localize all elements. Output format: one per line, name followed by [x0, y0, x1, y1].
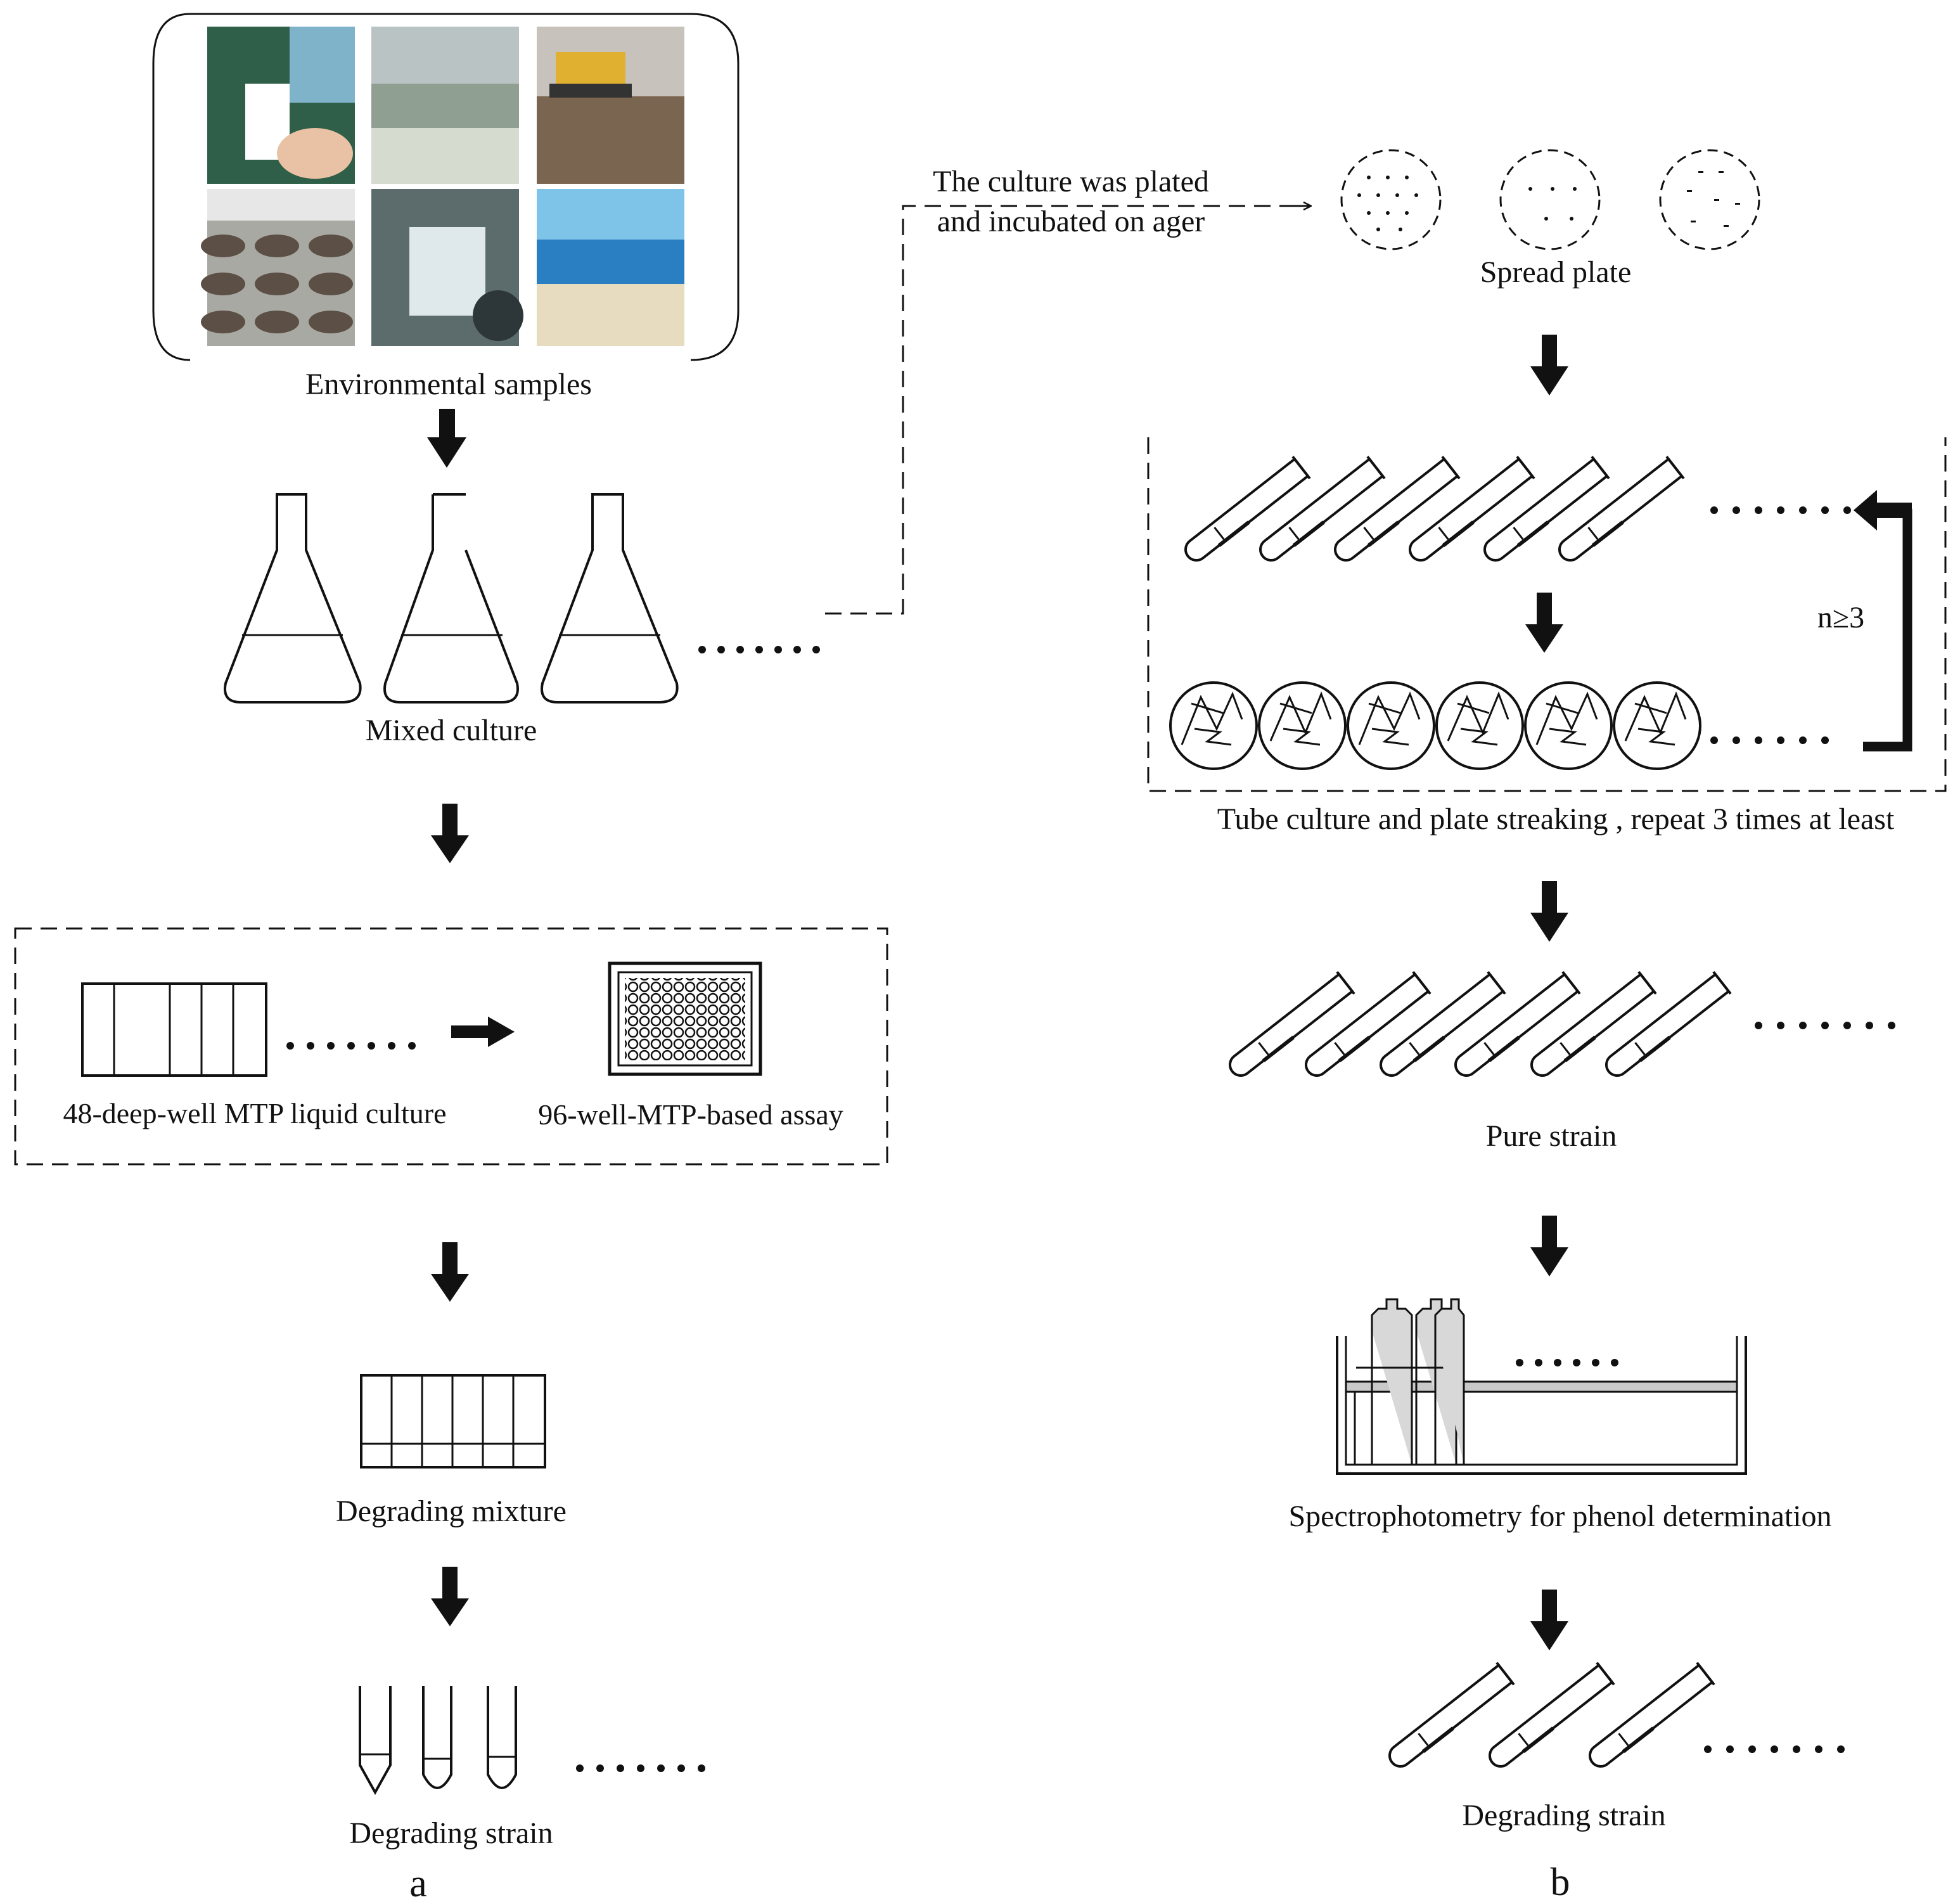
flask-icon: [224, 493, 362, 704]
streaking-dashed-frame: [1147, 437, 1947, 792]
cuvette-rack-icon: [1336, 1298, 1747, 1475]
environmental-samples-label: Environmental samples: [305, 368, 592, 401]
test-tube-icon: [1605, 971, 1732, 1077]
tube-streaking-label: Tube culture and plate streaking , repea…: [1217, 802, 1895, 836]
petri-dish-icon: [1499, 149, 1601, 250]
streak-row-ellipsis: [1710, 736, 1829, 744]
streak-plate-icon: [1613, 681, 1701, 770]
streak-plate-icon: [1258, 681, 1347, 770]
streak-plate-icon: [1524, 681, 1613, 770]
pure-strain-tubes: [1229, 971, 1732, 1077]
more-flasks-ellipsis: [698, 646, 820, 653]
degrading-strain-b-label: Degrading strain: [1462, 1799, 1665, 1832]
degrading-mixture-group: Degrading mixture: [336, 1374, 567, 1528]
panel-a-letter: a: [409, 1862, 427, 1902]
test-tube-icon: [1489, 1662, 1615, 1768]
arrow-culture-to-screening: [431, 804, 469, 863]
centrifuge-tube-icon: [422, 1686, 452, 1789]
test-tube-icon: [1229, 971, 1355, 1077]
plating-label-line2: and incubated on ager: [937, 205, 1205, 238]
arrow-spectro-to-strain: [1530, 1590, 1568, 1650]
test-tube-icon: [1454, 971, 1581, 1077]
landfill-bulldozer-photo: [537, 27, 684, 184]
pure-strain-ellipsis: [1755, 1022, 1895, 1029]
soil-sampling-photo: [207, 27, 355, 184]
test-tube-icon: [1558, 456, 1685, 562]
mtp-dashed-frame: [14, 927, 888, 1166]
spread-plate-group: Spread plate: [1340, 149, 1760, 289]
spread-plate-label: Spread plate: [1480, 255, 1632, 289]
cuvette-ellipsis: [1516, 1359, 1618, 1366]
test-tube-icon: [1530, 971, 1657, 1077]
arrow-to-96-well: [451, 1017, 515, 1047]
arrow-pure-to-spectro: [1530, 1216, 1568, 1276]
streak-plate-icon: [1347, 681, 1435, 770]
mtp-screening-box: 48-deep-well MTP liquid culture 96-well-…: [14, 927, 888, 1166]
sea-beach-photo: [537, 189, 684, 346]
streak-plate-icon: [1435, 681, 1524, 770]
mtp-ellipsis: [286, 1042, 416, 1050]
samples-frame: [152, 13, 740, 361]
streaking-cycle-box: n≥3 Tube culture and plate streaking , r…: [1147, 437, 1947, 836]
test-tube-icon: [1483, 456, 1610, 562]
arrow-streaking-to-pure: [1530, 881, 1568, 942]
test-tube-icon: [1589, 1662, 1715, 1768]
test-tube-icon: [1184, 456, 1311, 562]
flask-icon: [541, 493, 679, 704]
strain-b-ellipsis: [1704, 1745, 1845, 1753]
plating-dashed-line: [825, 205, 1290, 615]
plating-connector: The culture was plated and incubated on …: [825, 165, 1310, 615]
spectrophotometry-group: Spectrophotometry for phenol determinati…: [1288, 1298, 1832, 1533]
deep-well-culture-label: 48-deep-well MTP liquid culture: [63, 1097, 446, 1129]
wastewater-outfall-photo: [371, 189, 523, 346]
degrading-strain-a-label: Degrading strain: [349, 1816, 553, 1850]
arrow-tube-to-streak: [1525, 593, 1563, 653]
arrow-plate-to-streaking: [1530, 335, 1568, 395]
spectrophotometry-label: Spectrophotometry for phenol determinati…: [1288, 1500, 1831, 1533]
sludge-pond-photo: [201, 189, 355, 346]
repeat-count-label: n≥3: [1817, 601, 1864, 634]
test-tube-icon: [1380, 971, 1506, 1077]
test-tube-icon: [1334, 456, 1461, 562]
well-assay-label: 96-well-MTP-based assay: [538, 1098, 843, 1131]
colony-dots: [1357, 171, 1740, 231]
test-tube-icon: [1259, 456, 1386, 562]
tube-row-ellipsis: [1710, 506, 1851, 514]
strain-a-ellipsis: [576, 1764, 705, 1772]
petri-dish-icon: [1659, 149, 1760, 250]
centrifuge-tube-icon: [359, 1686, 392, 1796]
test-tube-row-1: [1184, 456, 1685, 562]
arrow-mixture-to-strain: [431, 1567, 469, 1626]
degrading-strain-b-group: Degrading strain: [1388, 1662, 1845, 1832]
deep-well-plate-icon: [81, 982, 267, 1077]
panel-b-letter: b: [1551, 1861, 1570, 1902]
degrading-strain-tubes: [1388, 1662, 1715, 1768]
streak-plate-row: [1169, 681, 1701, 770]
petri-dish-icon: [1340, 149, 1442, 250]
mixed-culture-label: Mixed culture: [366, 714, 537, 747]
pure-strain-label: Pure strain: [1486, 1119, 1617, 1153]
saline-lake-photo: [371, 27, 519, 184]
centrifuge-tube-icon: [487, 1686, 517, 1789]
96-well-plate-icon: [608, 961, 762, 1076]
test-tube-icon: [1388, 1662, 1515, 1768]
pure-strain-group: Pure strain: [1229, 971, 1895, 1153]
environmental-samples-group: Environmental samples: [152, 13, 740, 401]
degrading-mixture-plate-icon: [360, 1374, 546, 1468]
arrow-screening-to-mixture: [431, 1242, 469, 1302]
repeat-loop-arrowhead: [1854, 490, 1912, 530]
degrading-mixture-label: Degrading mixture: [336, 1494, 567, 1528]
repeat-loop-line: [1863, 509, 1912, 752]
degrading-strain-a-group: Degrading strain: [349, 1686, 705, 1850]
mixed-culture-flasks: Mixed culture: [224, 493, 820, 747]
flask-icon: [383, 493, 519, 704]
streak-plate-icon: [1169, 681, 1258, 770]
test-tube-icon: [1409, 456, 1535, 562]
arrow-samples-to-culture: [427, 409, 466, 468]
test-tube-icon: [1305, 971, 1432, 1077]
plating-label-line1: The culture was plated: [933, 165, 1209, 198]
photo-grid: [201, 27, 684, 346]
